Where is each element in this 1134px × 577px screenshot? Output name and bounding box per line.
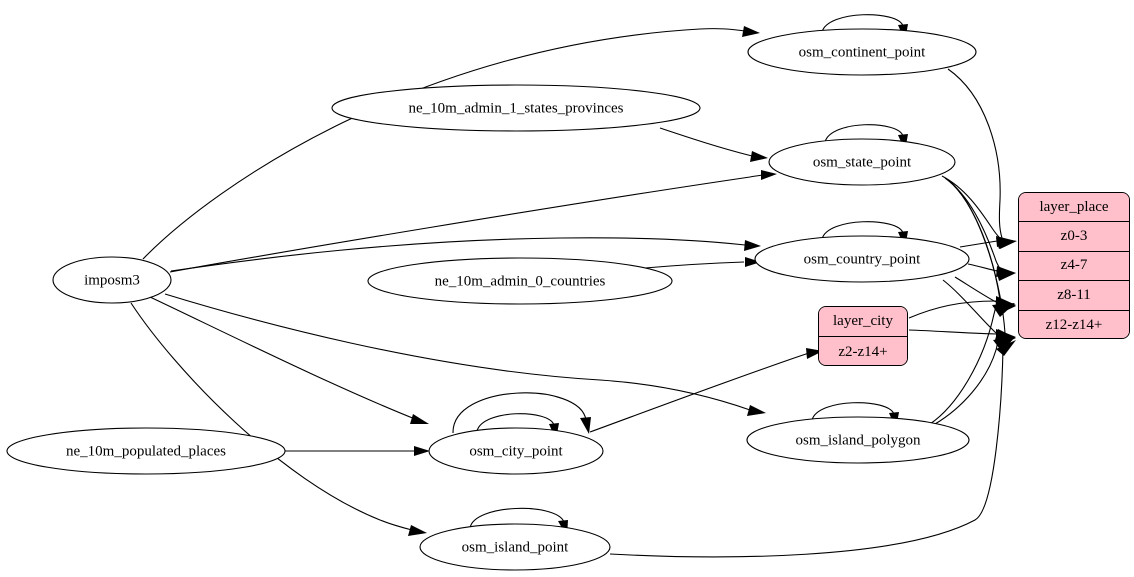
node-shape: [367, 257, 673, 305]
node-shape: [52, 256, 172, 304]
arrowhead: [761, 170, 777, 180]
arrowhead: [996, 236, 1016, 247]
edge-layer: [130, 14, 1017, 558]
edge-country-layerplace-z12: [942, 279, 997, 334]
node-osm-island-point[interactable]: osm_island_point: [419, 523, 611, 571]
edge-layercity-layerplace-z811: [908, 300, 997, 319]
edge-imposm3-osm-city-point: [149, 296, 416, 420]
edge-country-layerplace-z811: [954, 276, 997, 303]
arrowhead: [580, 417, 591, 434]
node-label: osm_island_point: [462, 539, 570, 555]
node-shape: [331, 84, 701, 132]
node-osm-state-point[interactable]: osm_state_point: [768, 138, 956, 186]
edge-imposm3-osm-island-point: [130, 302, 413, 531]
node-shape: [419, 523, 611, 571]
edge-imposm3-osm-island-polygon: [164, 293, 751, 411]
edge-city-layercity: [589, 352, 810, 433]
record-row-z2-z14-[interactable]: z2-z14+: [819, 337, 907, 365]
record-row-z0-3[interactable]: z0-3: [1019, 222, 1129, 252]
record-row-z4-7[interactable]: z4-7: [1019, 251, 1129, 282]
node-shape: [754, 235, 970, 283]
arrowhead: [992, 303, 1015, 317]
arrowhead: [747, 405, 766, 416]
selfloop-osm-city-point-outer: [452, 392, 587, 434]
node-ne-10m-populated-places[interactable]: ne_10m_populated_places: [6, 427, 286, 475]
record-row-z12-z14-[interactable]: z12-z14+: [1019, 310, 1129, 338]
node-label: imposm3: [84, 272, 140, 288]
arrowhead: [414, 446, 430, 456]
node-imposm3[interactable]: imposm3: [52, 256, 172, 304]
node-shape: [428, 427, 604, 475]
arrowhead: [750, 151, 768, 162]
arrowhead: [745, 257, 761, 267]
node-label: osm_island_polygon: [795, 432, 921, 448]
node-osm-city-point[interactable]: osm_city_point: [428, 427, 604, 475]
node-shape: [768, 138, 956, 186]
selfloop-osm-island-polygon: [811, 402, 895, 421]
arrowhead: [408, 525, 427, 536]
node-osm-island-polygon[interactable]: osm_island_polygon: [746, 416, 970, 464]
node-label: ne_10m_admin_0_countries: [435, 273, 606, 289]
node-shape: [6, 427, 286, 475]
record-row-z8-11[interactable]: z8-11: [1019, 281, 1129, 311]
selfloop-osm-island-point: [469, 507, 565, 529]
node-label: osm_state_point: [813, 154, 912, 170]
arrowhead: [742, 26, 760, 37]
arrowhead: [410, 414, 429, 424]
edge-state-layerplace-z03: [941, 175, 1000, 238]
arrowhead: [996, 329, 1016, 342]
edge-ne0-osm-country-point: [644, 261, 745, 269]
node-label: osm_city_point: [469, 443, 563, 459]
node-osm-continent-point[interactable]: osm_continent_point: [747, 28, 977, 76]
edge-imposm3-osm-country-point: [170, 237, 746, 272]
edge-imposm3-osm-continent-point: [142, 28, 746, 260]
edge-continent-layerplace-z03: [947, 68, 1003, 239]
record-header-layer-city[interactable]: layer_city: [819, 307, 907, 337]
arrowhead: [993, 337, 1015, 352]
selfloop-osm-city-point-inner: [476, 413, 555, 432]
edge-ne1-osm-state-point: [659, 127, 753, 157]
node-label: osm_country_point: [804, 251, 921, 267]
record-header-layer-place[interactable]: layer_place: [1019, 193, 1129, 223]
edge-islandpoint-layerplace-z12: [609, 347, 1004, 558]
edge-country-layerplace-z47: [967, 263, 998, 272]
node-ne-10m-admin-0-countries[interactable]: ne_10m_admin_0_countries: [367, 257, 673, 305]
node-layer: imposm3 ne_10m_admin_1_states_provincesne…: [6, 28, 977, 571]
node-label: osm_continent_point: [799, 44, 926, 60]
node-label: ne_10m_admin_1_states_provinces: [409, 100, 624, 116]
selfloop-osm-state-point: [824, 124, 904, 143]
arrowhead: [996, 266, 1016, 277]
node-label: ne_10m_populated_places: [66, 443, 226, 459]
node-shape: [746, 416, 970, 464]
selfloop-osm-country-point: [821, 221, 904, 240]
edge-country-layerplace-z03: [959, 240, 998, 248]
edge-layercity-layerplace-z12: [908, 329, 997, 335]
node-shape: [747, 28, 977, 76]
node-osm-country-point[interactable]: osm_country_point: [754, 235, 970, 283]
arrowhead: [744, 240, 761, 251]
node-ne-10m-admin-1-states-provinces[interactable]: ne_10m_admin_1_states_provinces: [331, 84, 701, 132]
edge-state-layerplace-z47: [944, 177, 1001, 270]
arrowhead: [996, 340, 1016, 356]
edge-imposm3-osm-state-point: [169, 174, 763, 273]
selfloop-osm-continent-point: [821, 14, 904, 33]
